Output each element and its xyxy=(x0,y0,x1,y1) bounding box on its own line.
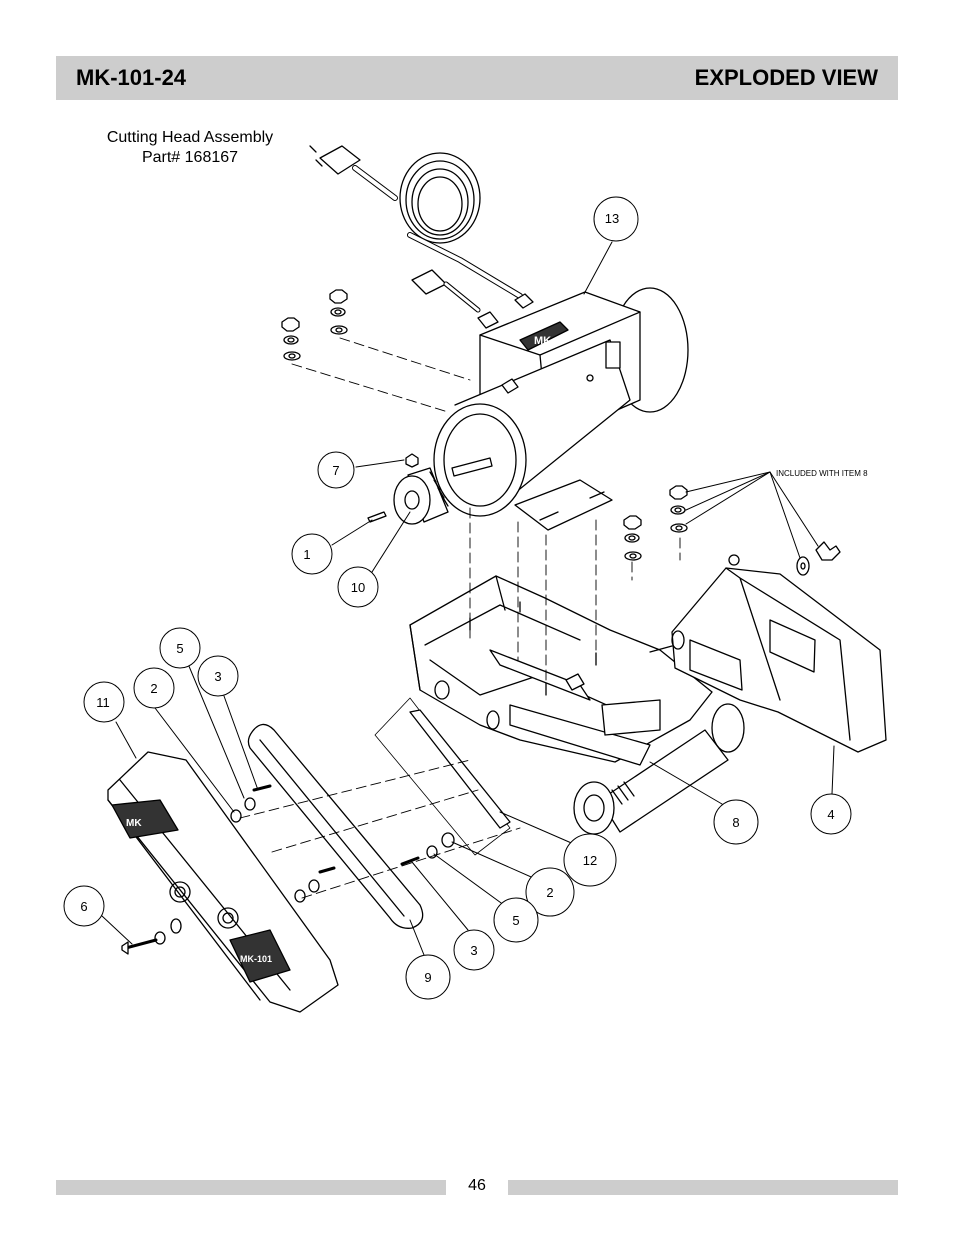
page-title: EXPLODED VIEW xyxy=(694,65,878,90)
motor-logo: MK xyxy=(519,321,569,351)
page-number: 46 xyxy=(468,1177,486,1194)
callout-circles xyxy=(63,196,852,1000)
callout-2-right: 2 xyxy=(546,885,553,900)
motor-fasteners-left xyxy=(281,289,348,361)
callout-6: 6 xyxy=(80,899,87,914)
assembly-caption: Cutting Head Assembly Part# 168167 xyxy=(90,128,290,168)
assembly-name: Cutting Head Assembly xyxy=(106,129,274,146)
assembly-part-number: Part# 168167 xyxy=(141,149,239,166)
belt-guard-model-text: MK-101 xyxy=(240,954,272,964)
drive-belt xyxy=(247,723,424,929)
power-cord xyxy=(309,145,523,313)
model-number: MK-101-24 xyxy=(76,65,187,90)
motor-logo-text: MK xyxy=(534,335,551,347)
belt-guard xyxy=(107,751,339,1013)
callout-13: 13 xyxy=(605,211,619,226)
mounting-plate xyxy=(374,697,511,856)
callout-8: 8 xyxy=(732,815,739,830)
callout-2-left: 2 xyxy=(150,681,157,696)
saw-base xyxy=(409,575,713,766)
belt-guard-fasteners xyxy=(121,784,455,955)
callout-7: 7 xyxy=(332,463,339,478)
motor xyxy=(433,287,689,531)
header-bar: MK-101-24 EXPLODED VIEW xyxy=(56,56,898,100)
included-note: INCLUDED WITH ITEM 8 xyxy=(776,469,868,478)
callout-3-left: 3 xyxy=(214,669,221,684)
callout-11: 11 xyxy=(96,695,110,710)
motor-pulley xyxy=(367,453,449,525)
guard-fasteners xyxy=(623,485,841,576)
callout-9: 9 xyxy=(424,970,431,985)
callout-12: 12 xyxy=(583,853,597,868)
leader-lines xyxy=(101,241,835,961)
callout-labels: 13 7 1 10 5 3 2 11 6 9 12 2 5 3 8 4 xyxy=(80,211,834,985)
arbor-shaft-assembly xyxy=(573,703,745,835)
blade-guard xyxy=(649,554,887,753)
callout-1: 1 xyxy=(303,547,310,562)
footer-bar-left xyxy=(56,1180,446,1195)
belt-guard-logo-text: MK xyxy=(126,818,142,829)
callout-5-left: 5 xyxy=(176,641,183,656)
belt-guard-logos: MK MK-101 xyxy=(126,818,272,964)
footer-bar-right xyxy=(508,1180,898,1195)
callout-5-right: 5 xyxy=(512,913,519,928)
callout-10: 10 xyxy=(351,580,365,595)
assembly-lines xyxy=(239,337,681,899)
callout-3-right: 3 xyxy=(470,943,477,958)
callout-4: 4 xyxy=(827,807,834,822)
